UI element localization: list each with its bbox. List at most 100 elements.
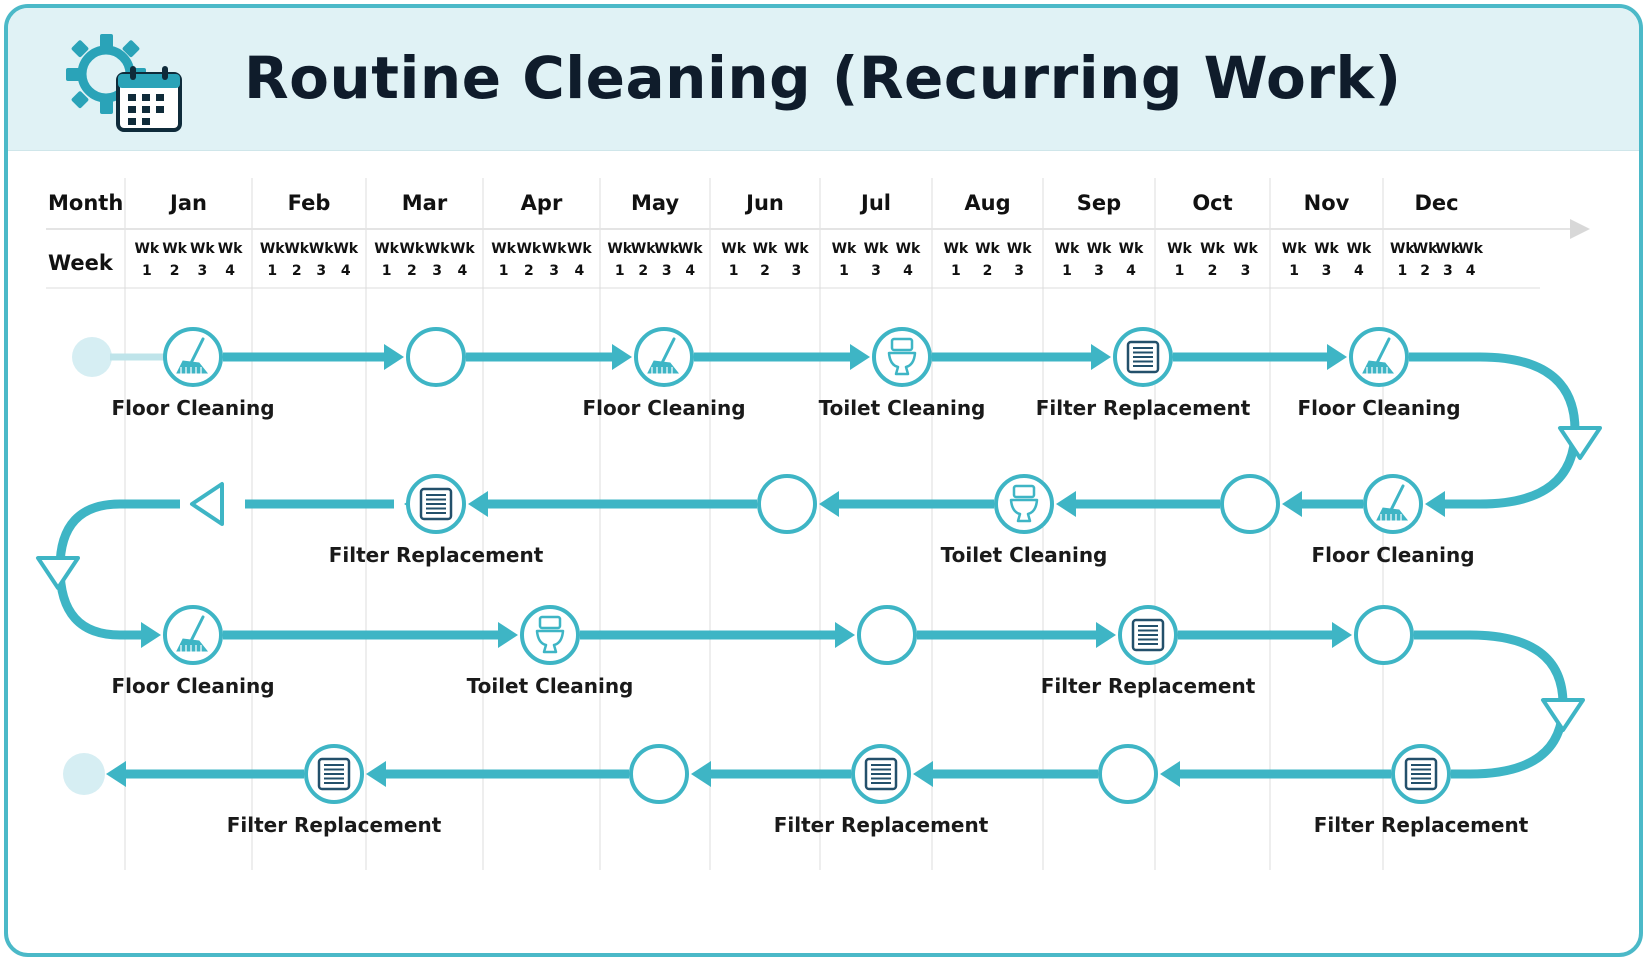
week-prefix: Wk [753, 241, 778, 257]
week-prefix: Wk [1055, 241, 1080, 257]
week-prefix: Wk [864, 241, 889, 257]
week-number: 2 [760, 263, 770, 279]
task-label: Toilet Cleaning [941, 543, 1108, 567]
week-prefix: Wk [1390, 241, 1415, 257]
month-label-jan: Jan [168, 191, 207, 215]
node-circle [872, 327, 932, 387]
flow-arrowhead [819, 491, 839, 517]
mop-icon [1376, 484, 1409, 522]
task-node: Filter Replacement [1041, 605, 1256, 698]
week-prefix: Wk [491, 241, 516, 257]
month-label-dec: Dec [1414, 191, 1458, 215]
node-circle [406, 327, 466, 387]
task-node: Filter Replacement [329, 474, 544, 567]
filter-icon [419, 487, 453, 521]
week-number: 3 [871, 263, 881, 279]
task-node: Toilet Cleaning [941, 474, 1108, 567]
empty-node [629, 744, 689, 804]
task-label: Floor Cleaning [111, 674, 274, 698]
header-bar: Routine Cleaning (Recurring Work) [8, 8, 1639, 151]
week-number: 2 [292, 263, 302, 279]
week-prefix: Wk [260, 241, 285, 257]
week-number: 3 [316, 263, 326, 279]
week-number: 3 [791, 263, 801, 279]
filter-icon [1404, 757, 1438, 791]
month-label-sep: Sep [1077, 191, 1121, 215]
week-prefix: Wk [1435, 241, 1460, 257]
week-number: 2 [638, 263, 648, 279]
week-number: 1 [839, 263, 849, 279]
week-prefix: Wk [190, 241, 215, 257]
week-prefix: Wk [607, 241, 632, 257]
week-prefix: Wk [542, 241, 567, 257]
flow-arrowhead [1282, 491, 1302, 517]
flow-direction-marker [190, 482, 224, 526]
week-number: 1 [1062, 263, 1072, 279]
month-label-apr: Apr [521, 191, 563, 215]
month-label-nov: Nov [1304, 191, 1350, 215]
task-label: Floor Cleaning [111, 396, 274, 420]
week-number: 4 [685, 263, 695, 279]
task-node: Filter Replacement [774, 744, 989, 837]
week-prefix: Wk [896, 241, 921, 257]
task-label: Filter Replacement [1036, 396, 1251, 420]
week-number: 1 [267, 263, 277, 279]
week-number: 2 [1420, 263, 1430, 279]
week-number: 3 [432, 263, 442, 279]
week-prefix: Wk [567, 241, 592, 257]
week-number: 1 [382, 263, 392, 279]
week-prefix: Wk [1119, 241, 1144, 257]
page-title: Routine Cleaning (Recurring Work) [244, 44, 1402, 112]
week-prefix: Wk [374, 241, 399, 257]
diagram-card: Routine Cleaning (Recurring Work) [4, 4, 1643, 957]
week-prefix: Wk [1346, 241, 1371, 257]
week-prefix: Wk [1087, 241, 1112, 257]
week-prefix: Wk [218, 241, 243, 257]
week-number: 1 [1175, 263, 1185, 279]
task-label: Filter Replacement [329, 543, 544, 567]
flow-arrowhead [1327, 344, 1347, 370]
task-label: Filter Replacement [1041, 674, 1256, 698]
node-circle [1354, 605, 1414, 665]
week-prefix: Wk [678, 241, 703, 257]
flow-arrowhead [691, 761, 711, 787]
week-prefix: Wk [399, 241, 424, 257]
week-prefix: Wk [943, 241, 968, 257]
week-prefix: Wk [333, 241, 358, 257]
gear-calendar-icon [66, 34, 182, 132]
time-axis-arrowhead [1570, 219, 1590, 239]
week-prefix: Wk [162, 241, 187, 257]
empty-node [406, 327, 466, 387]
week-number: 2 [524, 263, 534, 279]
flow-arrowhead [835, 622, 855, 648]
flow-arrowhead [612, 344, 632, 370]
week-number: 3 [1322, 263, 1332, 279]
flow-arrowhead [1091, 344, 1111, 370]
week-number: 3 [1443, 263, 1453, 279]
filter-icon [1131, 618, 1165, 652]
task-node: Floor Cleaning [582, 327, 746, 420]
flow-direction-marker [36, 556, 80, 590]
flow-direction-marker [1558, 426, 1602, 460]
week-prefix: Wk [284, 241, 309, 257]
empty-node [757, 474, 817, 534]
week-number: 3 [198, 263, 208, 279]
week-prefix: Wk [1233, 241, 1258, 257]
week-prefix: Wk [450, 241, 475, 257]
mop-icon [176, 615, 209, 653]
month-label-aug: Aug [964, 191, 1010, 215]
week-number: 3 [1014, 263, 1024, 279]
week-prefix: Wk [425, 241, 450, 257]
flow-direction-marker [1541, 698, 1585, 732]
month-label-oct: Oct [1192, 191, 1232, 215]
node-circle [629, 744, 689, 804]
mop-icon [647, 337, 680, 375]
empty-node [1098, 744, 1158, 804]
week-number: 3 [549, 263, 559, 279]
week-number: 4 [575, 263, 585, 279]
week-number: 3 [1241, 263, 1251, 279]
week-prefix: Wk [975, 241, 1000, 257]
flow-arrowhead [366, 761, 386, 787]
week-prefix: Wk [309, 241, 334, 257]
week-prefix: Wk [516, 241, 541, 257]
